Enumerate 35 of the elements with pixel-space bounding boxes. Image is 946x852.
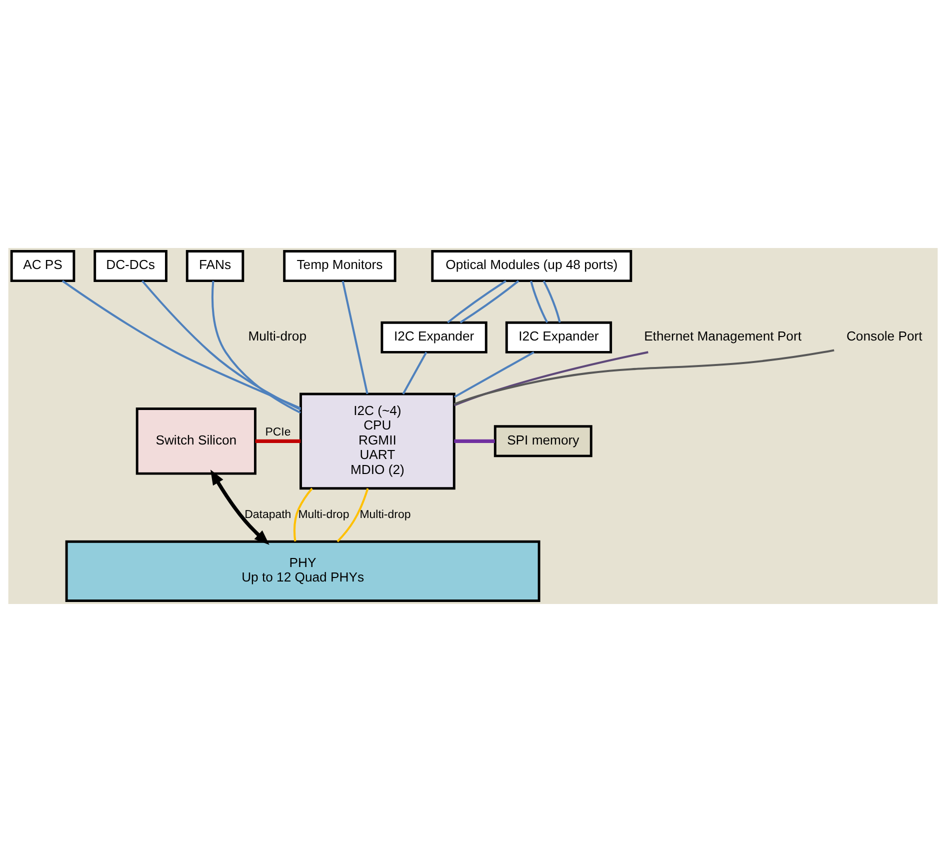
connector (454, 349, 834, 406)
edge-label: Multi-drop (360, 509, 411, 522)
connector (62, 280, 301, 410)
connector (530, 280, 548, 323)
node-box: Temp Monitors (283, 250, 396, 282)
node-box: Switch Silicon (136, 408, 256, 475)
connector (141, 280, 302, 411)
node-box: PHY Up to 12 Quad PHYs (65, 540, 540, 602)
arrow (210, 470, 270, 545)
connector (447, 280, 506, 324)
connector (255, 439, 301, 444)
label: Multi-drop (248, 328, 307, 344)
connector (342, 280, 368, 394)
edge-label: PCIe (265, 426, 291, 439)
edge-label: Datapath (244, 509, 292, 522)
connector (211, 280, 302, 414)
node-text: Ethernet Management Port (644, 328, 802, 344)
connector (454, 351, 534, 398)
connector (460, 280, 520, 324)
connector (293, 488, 313, 542)
node-box: DC-DCs (94, 250, 168, 282)
node-box: I2C (~4) CPU RGMII UART MDIO (2) (300, 392, 456, 490)
node-box: I2C Expander (505, 321, 612, 354)
edge-label: Multi-drop (298, 509, 350, 522)
connector (542, 280, 561, 323)
connector (454, 351, 648, 406)
connector (336, 488, 369, 542)
node-box: I2C Expander (380, 321, 488, 354)
node-box: Optical Modules (up 48 ports) (431, 250, 632, 282)
node-box: SPI memory (494, 425, 592, 458)
connector (402, 352, 428, 394)
node-box: FANs (186, 250, 244, 282)
node-text: Console Port (846, 328, 922, 344)
node-box: AC PS (10, 250, 76, 282)
connector (454, 439, 495, 444)
